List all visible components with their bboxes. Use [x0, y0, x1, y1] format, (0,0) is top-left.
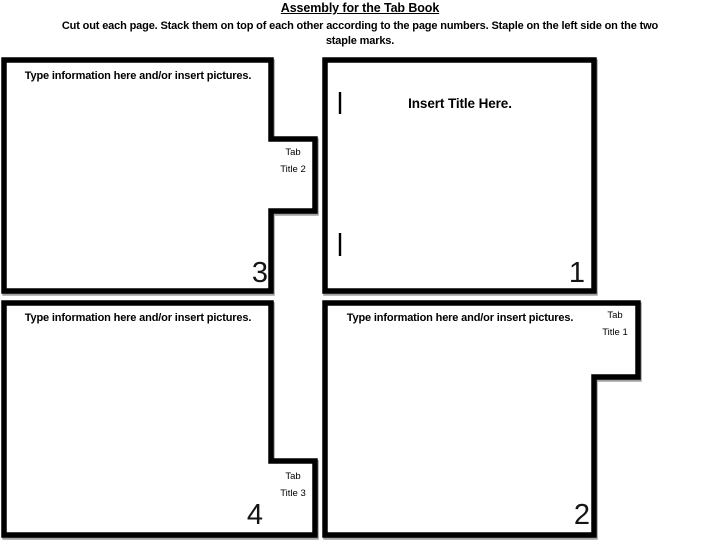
page-4-outline [1, 300, 318, 538]
assembly-instructions-line-1: Cut out each page. Stack them on top of … [61, 20, 659, 32]
page-3-outline [1, 57, 318, 294]
page-3-text-placeholder[interactable]: Type information here and/or insert pict… [24, 70, 252, 82]
page-1-number: 1 [568, 257, 585, 289]
page-1-title-placeholder[interactable]: Insert Title Here. [408, 96, 512, 111]
tab-title-2-label[interactable]: Tab Title 2 [280, 147, 306, 175]
assembly-instructions: Cut out each page. Stack them on top of … [10, 19, 710, 49]
assembly-instructions-line-2: staple marks. [325, 35, 395, 47]
page-2-number: 2 [573, 499, 590, 531]
page-2-text-placeholder[interactable]: Type information here and/or insert pict… [346, 312, 574, 324]
page-1-outline [322, 57, 597, 294]
page-2-outline [322, 300, 641, 538]
tab-title-1-label[interactable]: Tab Title 1 [602, 310, 628, 338]
page-3-number: 3 [251, 257, 268, 289]
page-4-text-placeholder[interactable]: Type information here and/or insert pict… [24, 312, 252, 324]
page-title: Assembly for the Tab Book [280, 1, 440, 15]
page-4-number: 4 [246, 499, 263, 531]
tab-title-3-label[interactable]: Tab Title 3 [280, 471, 306, 499]
